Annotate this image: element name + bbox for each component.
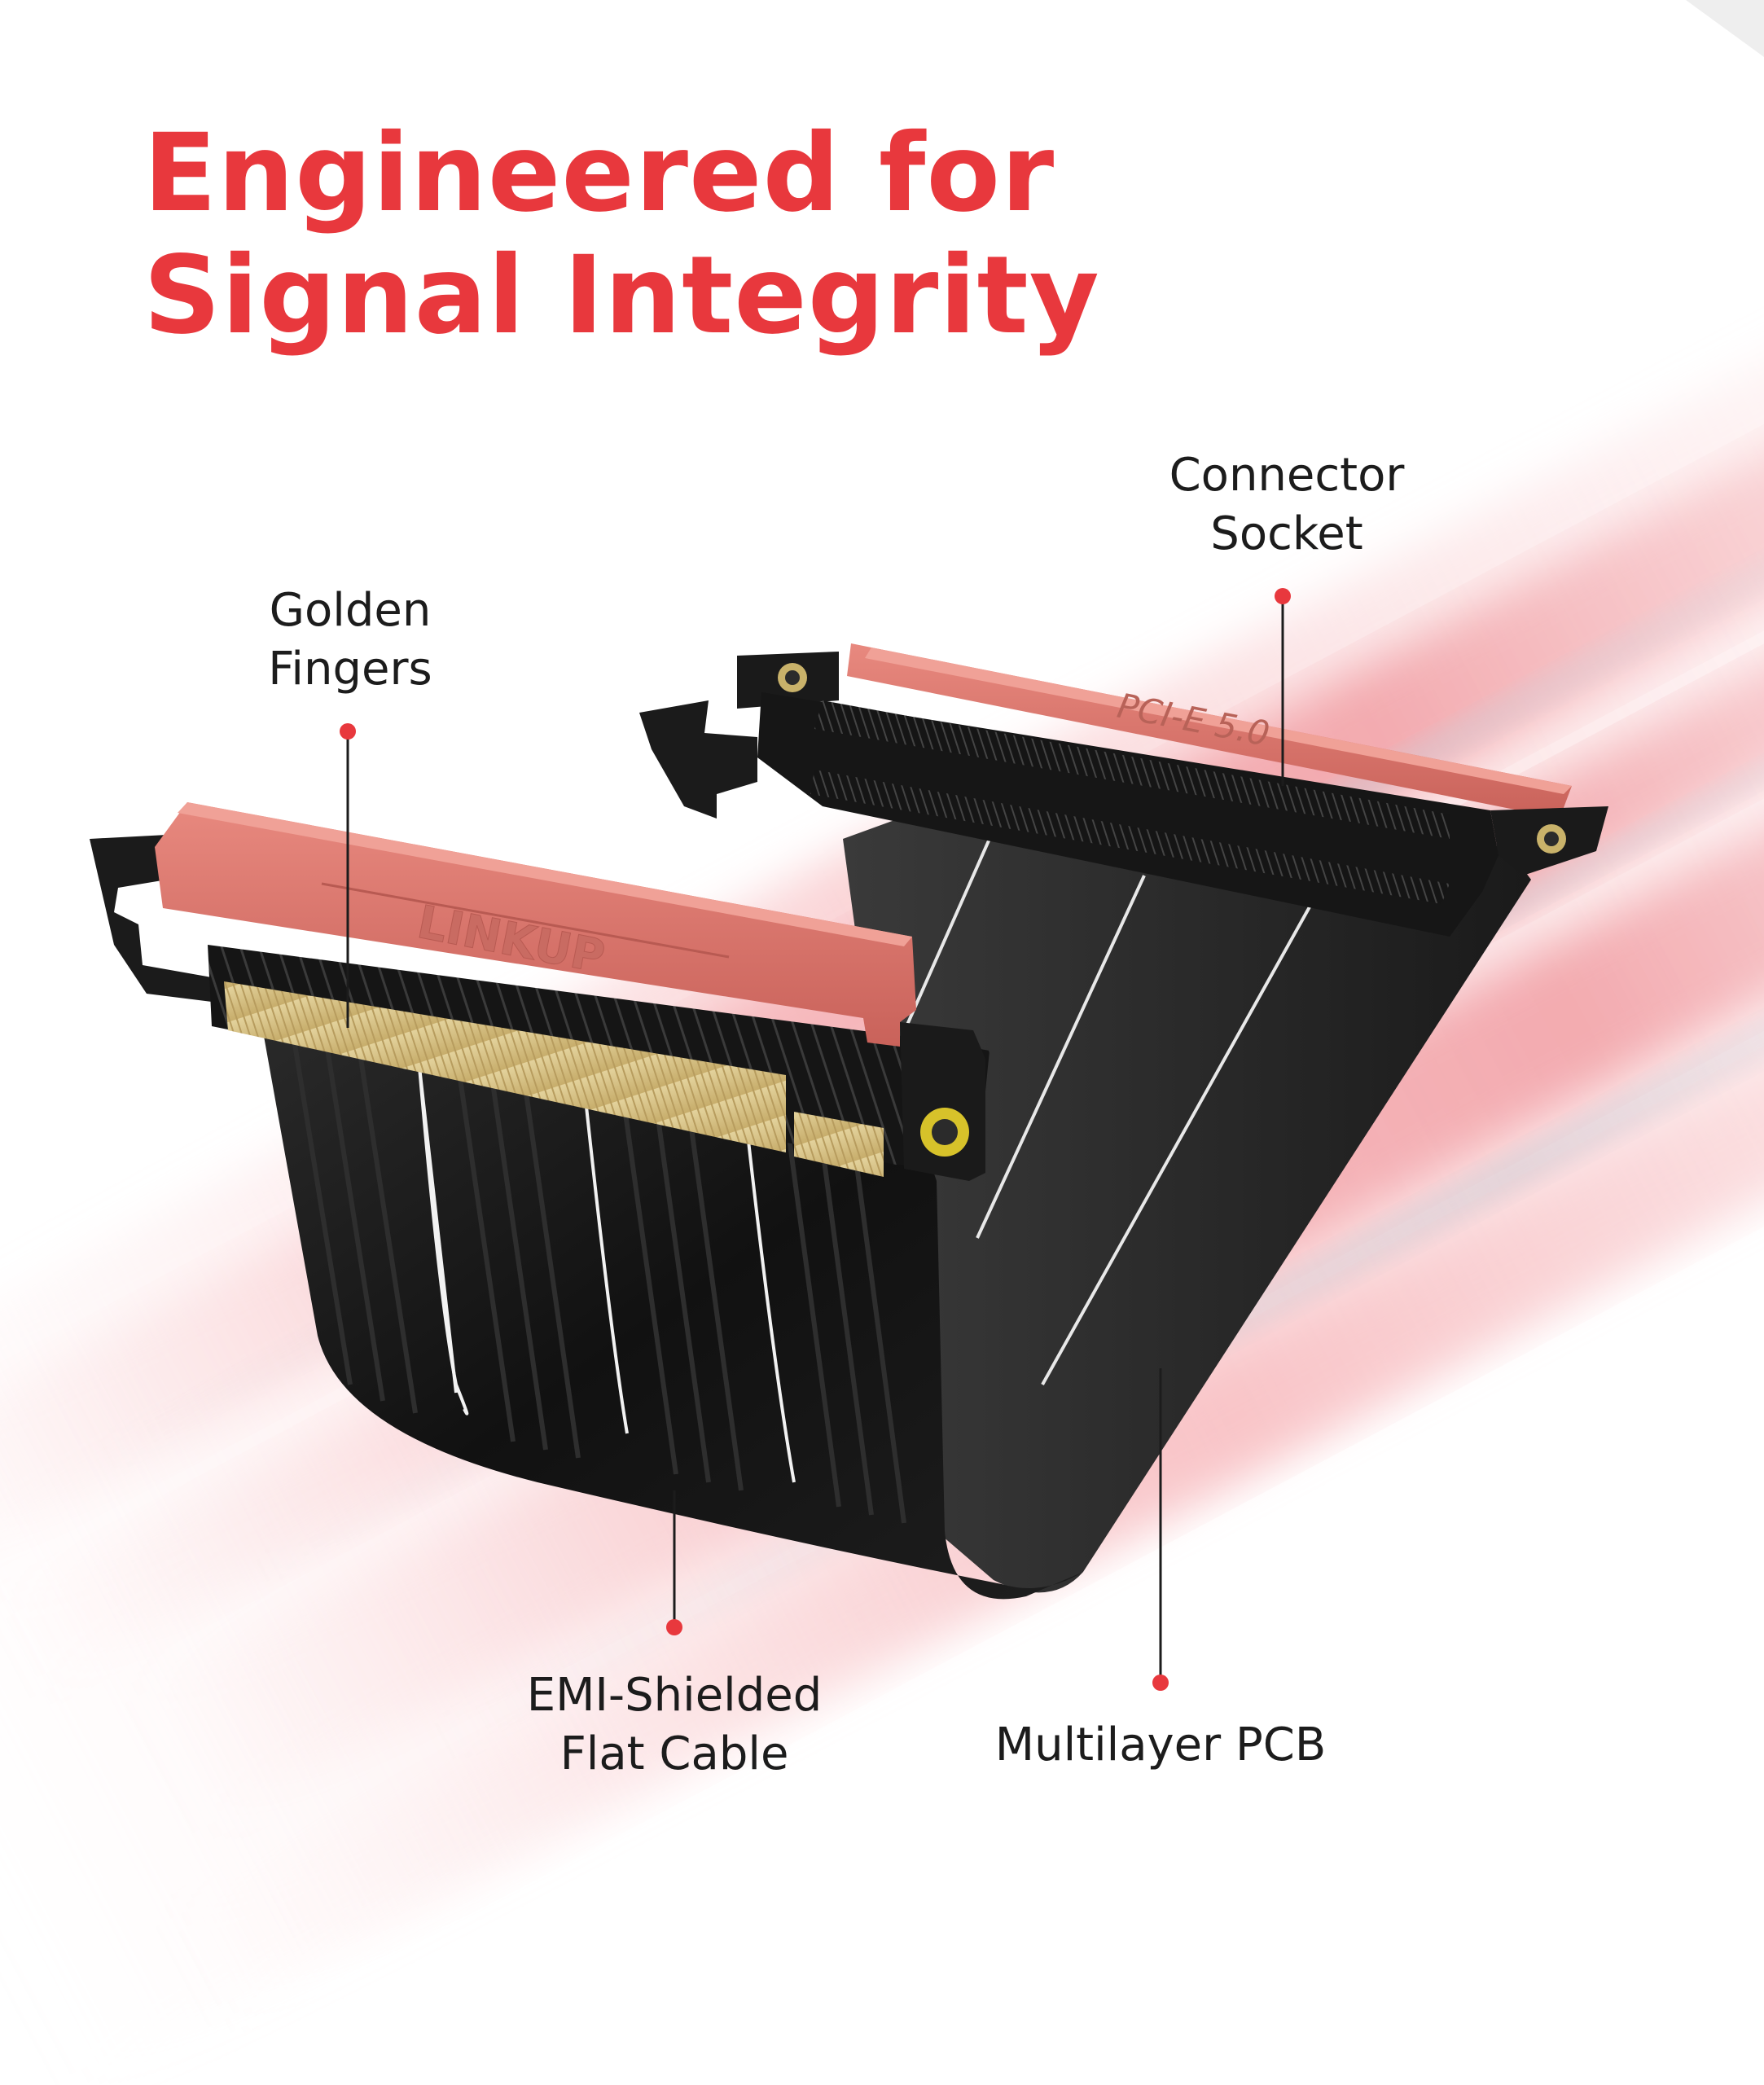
connector-socket-dot [1275,588,1291,604]
connector-socket: PCI-E 5.0 [639,643,1608,937]
headline-line-2: Signal Integrity [143,233,1100,358]
connector-socket-label-2: Socket [1210,507,1363,560]
cable-back-panel [843,790,1531,1593]
emi-cable-label-2: Flat Cable [559,1727,789,1780]
connector-socket-label-1: Connector [1169,449,1405,502]
callout-multilayer-pcb: Multilayer PCB [957,1716,1364,1775]
callout-emi-shielded-cable: EMI-Shielded Flat Cable [479,1666,870,1784]
multilayer-pcb-dot [1152,1675,1169,1691]
callout-golden-fingers: Golden Fingers [220,582,480,699]
multilayer-pcb-label: Multilayer PCB [994,1718,1327,1771]
headline: Engineered for Signal Integrity [143,112,1100,357]
headline-line-1: Engineered for [143,111,1055,236]
emi-cable-dot [666,1619,682,1635]
golden-fingers-dot [340,723,356,740]
golden-fingers-label-1: Golden [269,584,432,637]
emi-cable-label-1: EMI-Shielded [526,1669,823,1722]
callout-connector-socket: Connector Socket [1124,446,1450,564]
golden-fingers-label-2: Fingers [268,643,432,696]
